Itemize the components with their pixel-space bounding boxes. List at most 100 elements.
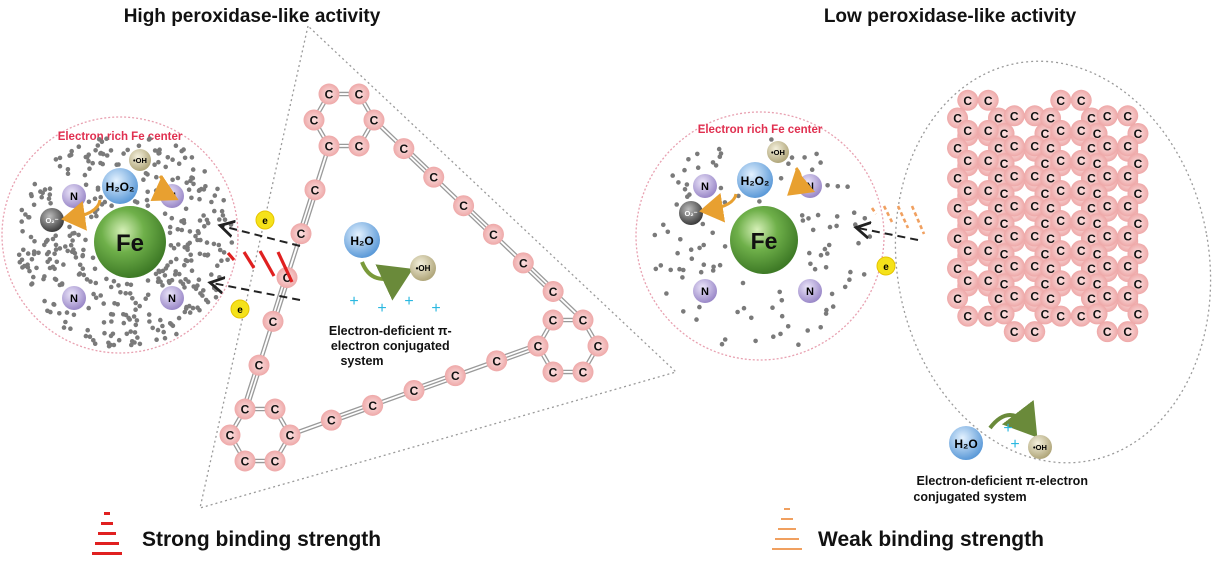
svg-text:C: C <box>953 232 962 246</box>
svg-text:C: C <box>1093 217 1102 231</box>
electron-dot <box>143 296 148 302</box>
graphene-atom-76: C <box>957 179 979 201</box>
graphene-atom-158: C <box>1050 305 1072 327</box>
electron-dot <box>57 282 63 288</box>
electron-dot <box>146 312 152 317</box>
electron-dot <box>711 264 716 270</box>
electron-dot <box>827 224 833 230</box>
electron-dot <box>80 253 85 259</box>
svg-text:C: C <box>1077 94 1086 108</box>
svg-text:C: C <box>325 88 334 102</box>
svg-text:C: C <box>1134 247 1143 261</box>
left-fe-center-circle <box>1 116 239 354</box>
left-oh-sphere <box>129 149 151 171</box>
graphene-atom-34: C <box>1003 135 1025 157</box>
svg-text:C: C <box>1056 244 1065 258</box>
electron-dot <box>670 173 675 178</box>
electron-dot <box>53 277 59 283</box>
carbon-atom-18: C <box>304 179 326 201</box>
electron-dot <box>41 276 46 282</box>
electron-dot <box>160 268 166 274</box>
left-transfer-arrow-top <box>222 226 301 247</box>
svg-text:C: C <box>1030 290 1039 304</box>
electron-dot <box>54 259 60 265</box>
electron-dot <box>664 291 669 296</box>
carbon-atom-24: C <box>423 166 445 188</box>
electron-dot <box>213 295 219 300</box>
svg-text:C: C <box>1093 187 1102 201</box>
electron-dot <box>674 202 679 207</box>
left-electron-top-label: e <box>262 216 268 227</box>
electron-dot <box>108 148 114 153</box>
electron-dot <box>785 324 791 329</box>
svg-text:C: C <box>451 369 460 383</box>
right-o2-label: O₂⁻ <box>684 209 697 218</box>
electron-dot <box>676 180 681 185</box>
right-oh-product-label: •OH <box>1033 443 1047 452</box>
electron-dot <box>171 245 177 251</box>
electron-dot <box>189 268 195 274</box>
svg-text:C: C <box>1134 187 1143 201</box>
electron-dot <box>188 252 193 258</box>
electron-dot <box>848 269 853 275</box>
carbon-atom-25: C <box>453 195 475 217</box>
carbon-atom-21: C <box>262 310 284 332</box>
electron-dot <box>179 148 184 154</box>
svg-text:C: C <box>1123 325 1132 339</box>
electron-dot <box>128 282 134 288</box>
electron-dot <box>700 221 706 227</box>
carbon-atom-9: C <box>219 424 241 446</box>
electron-dot <box>796 342 801 348</box>
left-n-sphere-3 <box>62 286 86 310</box>
electron-dot <box>84 277 90 282</box>
carbon-atom-13: C <box>572 361 594 383</box>
electron-dot <box>701 242 706 248</box>
electron-dot <box>173 143 179 148</box>
electron-dot <box>77 262 83 268</box>
electron-dot <box>68 242 74 248</box>
left-electron-cloud <box>16 136 235 349</box>
svg-text:C: C <box>1056 214 1065 228</box>
right-panel-title: Low peroxidase-like activity <box>824 6 1077 27</box>
electron-dot <box>121 151 126 156</box>
electron-dot <box>69 148 74 154</box>
graphene-atom-113: C <box>1070 210 1092 232</box>
electron-dot <box>45 237 50 243</box>
carbon-atom-27: C <box>512 252 534 274</box>
electron-dot <box>42 298 47 304</box>
graphene-atom-112: C <box>1050 210 1072 232</box>
graphene-atom-152: C <box>1003 321 1025 343</box>
carbon-atom-12: C <box>587 335 609 357</box>
svg-text:C: C <box>1103 325 1112 339</box>
electron-dot <box>92 196 98 201</box>
left-n-label-1: N <box>70 191 78 203</box>
electron-dot <box>99 202 105 207</box>
electron-dot <box>661 222 666 228</box>
electron-dot <box>108 284 114 290</box>
svg-text:C: C <box>549 314 558 328</box>
electron-dot <box>46 249 51 255</box>
electron-dot <box>168 259 174 265</box>
left-h2o-sphere <box>344 222 380 258</box>
electron-dot <box>778 176 784 181</box>
electron-dot <box>23 212 28 217</box>
svg-text:C: C <box>1000 187 1009 201</box>
svg-text:C: C <box>1010 139 1019 153</box>
carbon-atom-4: C <box>318 83 340 105</box>
svg-text:C: C <box>994 112 1003 126</box>
svg-text:C: C <box>963 274 972 288</box>
electron-dot <box>806 216 811 221</box>
electron-dot <box>681 309 686 314</box>
graphene-atom-151: C <box>1024 321 1046 343</box>
electron-dot <box>61 262 66 267</box>
electron-dot <box>94 213 99 219</box>
electron-dot <box>186 187 192 192</box>
electron-dot <box>92 266 98 272</box>
svg-text:C: C <box>286 429 295 443</box>
left-orange-arrow-1 <box>150 175 179 201</box>
electron-dot <box>80 266 86 272</box>
graphene-atom-125: C <box>977 240 999 262</box>
electron-dot <box>109 319 114 324</box>
electron-dot <box>145 189 150 195</box>
graphene-atom-17: C <box>1070 89 1092 111</box>
